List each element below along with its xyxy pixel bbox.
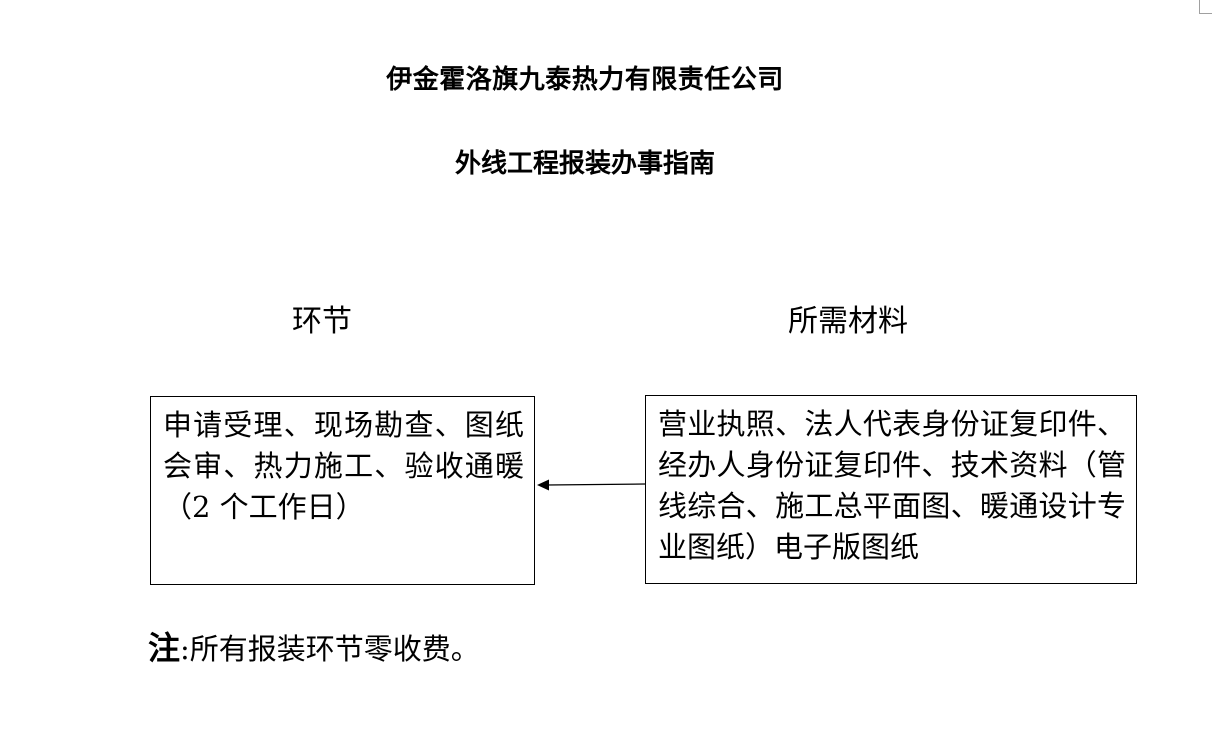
materials-heading: 所需材料 [788,304,908,339]
connector-line [546,483,646,486]
process-heading: 环节 [292,304,352,339]
process-box: 申请受理、现场勘查、图纸会审、热力施工、验收通暖（2 个工作日） [150,396,535,585]
company-title: 伊金霍洛旗九泰热力有限责任公司 [386,65,784,95]
arrowhead-icon [537,479,549,491]
guide-title: 外线工程报装办事指南 [454,149,715,179]
note-text: :所有报装环节零收费。 [180,632,480,666]
fee-note: 注:所有报装环节零收费。 [148,628,480,669]
page-corner-mark [1199,0,1212,14]
materials-box: 营业执照、法人代表身份证复印件、经办人身份证复印件、技术资料（管线综合、施工总平… [645,395,1137,584]
materials-text: 营业执照、法人代表身份证复印件、经办人身份证复印件、技术资料（管线综合、施工总平… [658,407,1126,564]
note-label: 注 [148,629,181,667]
process-text: 申请受理、现场勘查、图纸会审、热力施工、验收通暖（2 个工作日） [163,408,524,524]
